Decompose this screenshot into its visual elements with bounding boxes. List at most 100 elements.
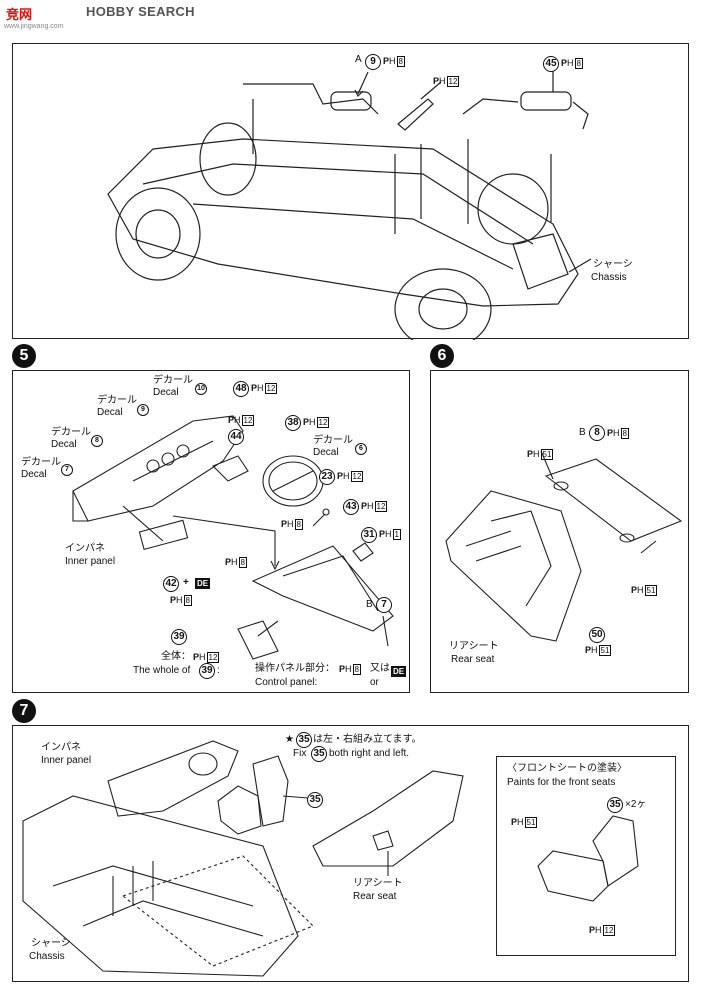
step7-rear-seat-en: Rear seat — [353, 891, 397, 902]
step7-rear-seat-jp: リアシート — [353, 878, 403, 889]
decal6-jp: デカール — [313, 435, 353, 446]
b8-number: 8 — [589, 425, 605, 441]
dashboard-illustration — [72, 415, 394, 660]
control-or-jp: 又は — [370, 663, 390, 674]
watermark-brand-latin: HOBBY SEARCH — [86, 4, 195, 19]
decal10-number: 10 — [195, 383, 207, 395]
b7-number: 7 — [376, 597, 392, 613]
note-star: ★ — [285, 734, 294, 745]
step7-chassis-jp: シャーシ — [31, 938, 71, 949]
step-7-badge: 7 — [12, 699, 36, 723]
decal7-number: 7 — [61, 464, 73, 476]
decal8-en: Decal — [51, 439, 77, 450]
part-43-number: 43 — [343, 499, 359, 515]
paint-box-35-number: 35 — [607, 797, 623, 813]
control-panel-jp: 操作パネル部分： — [255, 663, 335, 674]
decal9-jp: デカール — [97, 395, 137, 406]
watermark-logo: 竞网 — [6, 7, 33, 22]
control-or-en: or — [370, 677, 379, 688]
decal8-number: 8 — [91, 435, 103, 447]
step7-inner-panel-jp: インパネ — [41, 742, 81, 753]
part-44-number: 44 — [228, 429, 244, 445]
step7-panel: インパネ Inner panel ★ 35 は左・右組み立てます。 Fix 35… — [12, 725, 689, 982]
decal6-number: 6 — [355, 443, 367, 455]
watermark-site: www.jingwang.com — [4, 23, 64, 30]
decal10-en: Decal — [153, 387, 179, 398]
b8-label: B — [579, 427, 586, 438]
paint-box-title-en: Paints for the front seats — [507, 777, 616, 788]
whole-en: The whole of — [133, 665, 191, 676]
decal6-en: Decal — [313, 447, 339, 458]
b7-label: B — [366, 599, 373, 610]
decal7-jp: デカール — [21, 457, 61, 468]
part-45-number: 45 — [543, 56, 559, 72]
part-23-number: 23 — [319, 469, 335, 485]
chassis-label-jp: シャーシ — [593, 259, 633, 270]
part-42-de: DE — [195, 578, 211, 589]
decal8-jp: デカール — [51, 427, 91, 438]
front-seat-paint-box: 〈フロントシートの塗装〉 Paints for the front seats … — [496, 756, 676, 956]
step-5-badge: 5 — [12, 344, 36, 368]
whole-colon: : — [217, 665, 220, 676]
rear-seat-jp: リアシート — [449, 641, 499, 652]
part-42-number: 42 — [163, 576, 179, 592]
paint-box-qty: ×2ヶ — [625, 799, 647, 810]
part-35-number: 35 — [307, 792, 323, 808]
inner-panel-jp: インパネ — [65, 543, 105, 554]
part-42-plus: + — [183, 577, 189, 588]
whole-jp: 全体： — [161, 651, 191, 662]
note-en-35-number: 35 — [311, 746, 327, 762]
note-35-number: 35 — [296, 732, 312, 748]
rear-seat-illustration — [445, 450, 683, 642]
step-6-badge: 6 — [430, 344, 454, 368]
part-39-number: 39 — [171, 629, 187, 645]
part-48-number: 48 — [233, 381, 249, 397]
step7-chassis-en: Chassis — [29, 951, 65, 962]
decal10-jp: デカール — [153, 375, 193, 386]
decal7-en: Decal — [21, 469, 47, 480]
step5-panel: デカール Decal 10 デカール Decal 9 デカール Decal 8 … — [12, 370, 410, 693]
part-31-number: 31 — [361, 527, 377, 543]
control-panel-en: Control panel: — [255, 677, 318, 688]
decal9-en: Decal — [97, 407, 123, 418]
decal9-number: 9 — [137, 404, 149, 416]
interior-assembly-illustration — [22, 740, 639, 977]
step7-inner-panel-en: Inner panel — [41, 755, 92, 766]
control-de: DE — [391, 666, 407, 677]
whole-39-number: 39 — [199, 663, 215, 679]
part-38-number: 38 — [285, 415, 301, 431]
part-a-label: A — [355, 54, 362, 65]
chassis-label-en: Chassis — [591, 272, 627, 283]
inner-panel-en: Inner panel — [65, 556, 116, 567]
note-en-text: both right and left. — [329, 748, 410, 759]
note-jp-text: は左・右組み立てます。 — [313, 734, 422, 745]
rear-seat-en: Rear seat — [451, 654, 495, 665]
paint-box-title-jp: 〈フロントシートの塗装〉 — [507, 763, 627, 774]
chassis-illustration — [107, 69, 592, 340]
part-9-number: 9 — [365, 54, 381, 70]
note-en-fix: Fix — [293, 748, 307, 759]
part-50-number: 50 — [589, 627, 605, 643]
